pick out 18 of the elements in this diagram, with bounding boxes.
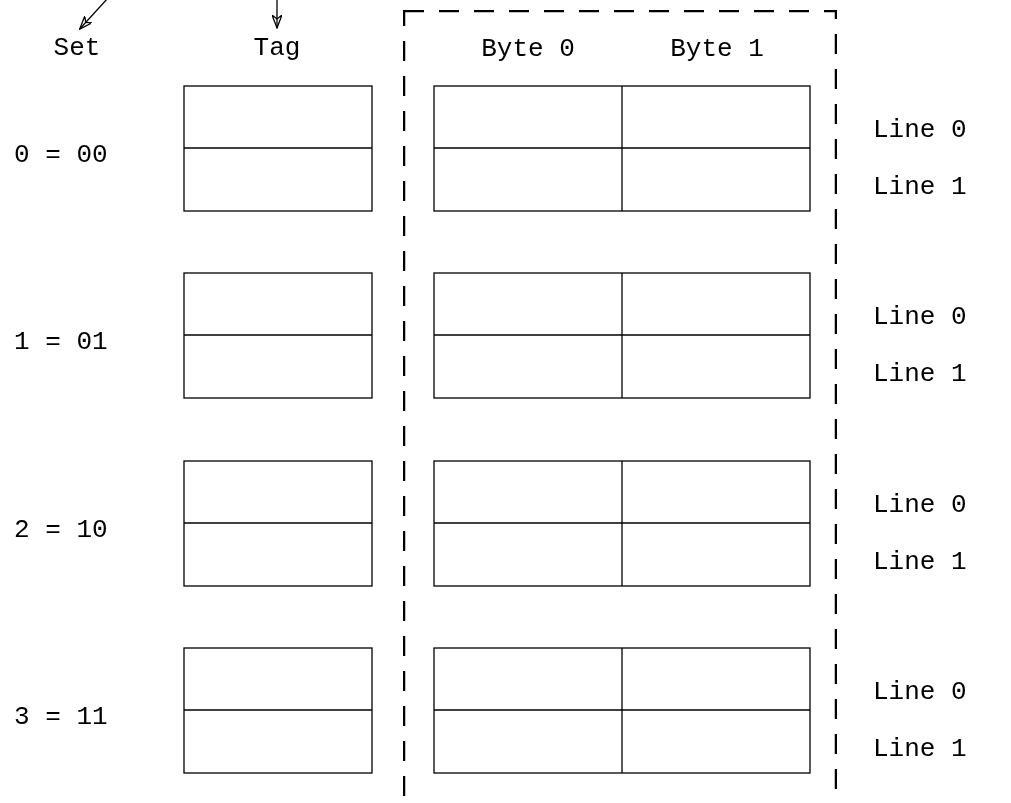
arrow [271,0,283,29]
line-label: Line 1 [873,361,967,387]
set-index-label: 1 = 01 [14,329,108,355]
line-label: Line 0 [873,492,967,518]
line-label: Line 1 [873,549,967,575]
column-heading: Byte 0 [481,36,575,62]
line-label: Line 0 [873,679,967,705]
set-index-label: 0 = 00 [14,142,108,168]
line-label: Line 1 [873,174,967,200]
column-heading: Byte 1 [670,36,764,62]
set-index-label: 2 = 10 [14,517,108,543]
line-label: Line 1 [873,736,967,762]
set-index-label: 3 = 11 [14,704,108,730]
column-heading: Set [40,30,114,66]
arrow [79,0,109,30]
line-label: Line 0 [873,304,967,330]
column-heading: Tag [240,30,314,66]
line-label: Line 0 [873,117,967,143]
